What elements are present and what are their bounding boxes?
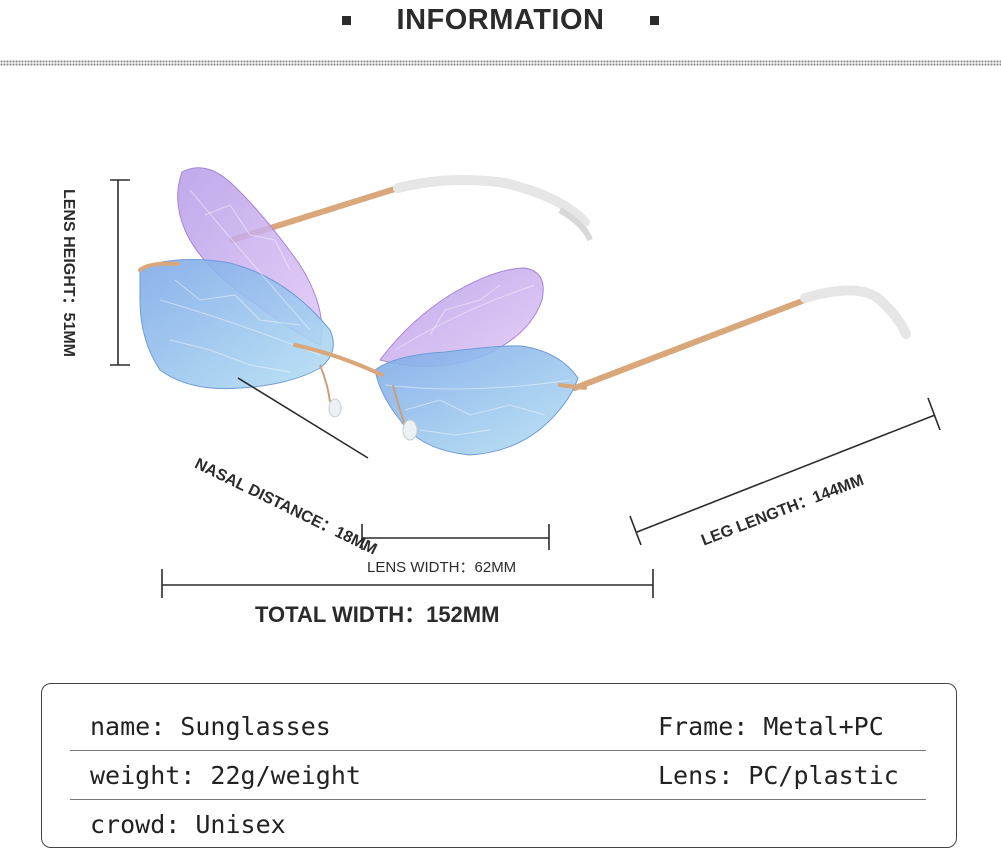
nose-pads <box>319 364 418 441</box>
spec-row: name: Sunglasses Frame: Metal+PC <box>70 702 926 751</box>
product-illustration <box>110 167 941 598</box>
bullet-square-left <box>341 15 351 25</box>
blue-wing-left <box>139 259 334 390</box>
temple-left <box>229 174 593 243</box>
spec-weight: weight: 22g/weight <box>90 761 361 790</box>
dotted-divider <box>0 60 1001 66</box>
total-width-label: TOTAL WIDTH：152MM <box>255 602 500 627</box>
bullet-square-right <box>650 15 660 25</box>
section-header: INFORMATION <box>0 0 1001 40</box>
temple-right <box>572 285 911 391</box>
lens-width-label: LENS WIDTH：62MM <box>367 559 517 576</box>
spec-table: name: Sunglasses Frame: Metal+PC weight:… <box>41 683 957 848</box>
frame-bridge <box>138 261 587 390</box>
leg-length-line <box>636 414 936 533</box>
section-title: INFORMATION <box>396 3 605 36</box>
spec-row: crowd: Unisex <box>70 800 926 848</box>
spec-name: name: Sunglasses <box>90 712 331 741</box>
nasal-distance-line <box>237 377 369 459</box>
spec-frame: Frame: Metal+PC <box>658 712 884 741</box>
lens-height-label: LENS HEIGHT：51MM <box>60 188 78 358</box>
spec-lens: Lens: PC/plastic <box>658 761 899 790</box>
spec-row: weight: 22g/weight Lens: PC/plastic <box>70 751 926 800</box>
blue-wing-right <box>374 345 579 456</box>
spec-crowd: crowd: Unisex <box>90 810 286 839</box>
